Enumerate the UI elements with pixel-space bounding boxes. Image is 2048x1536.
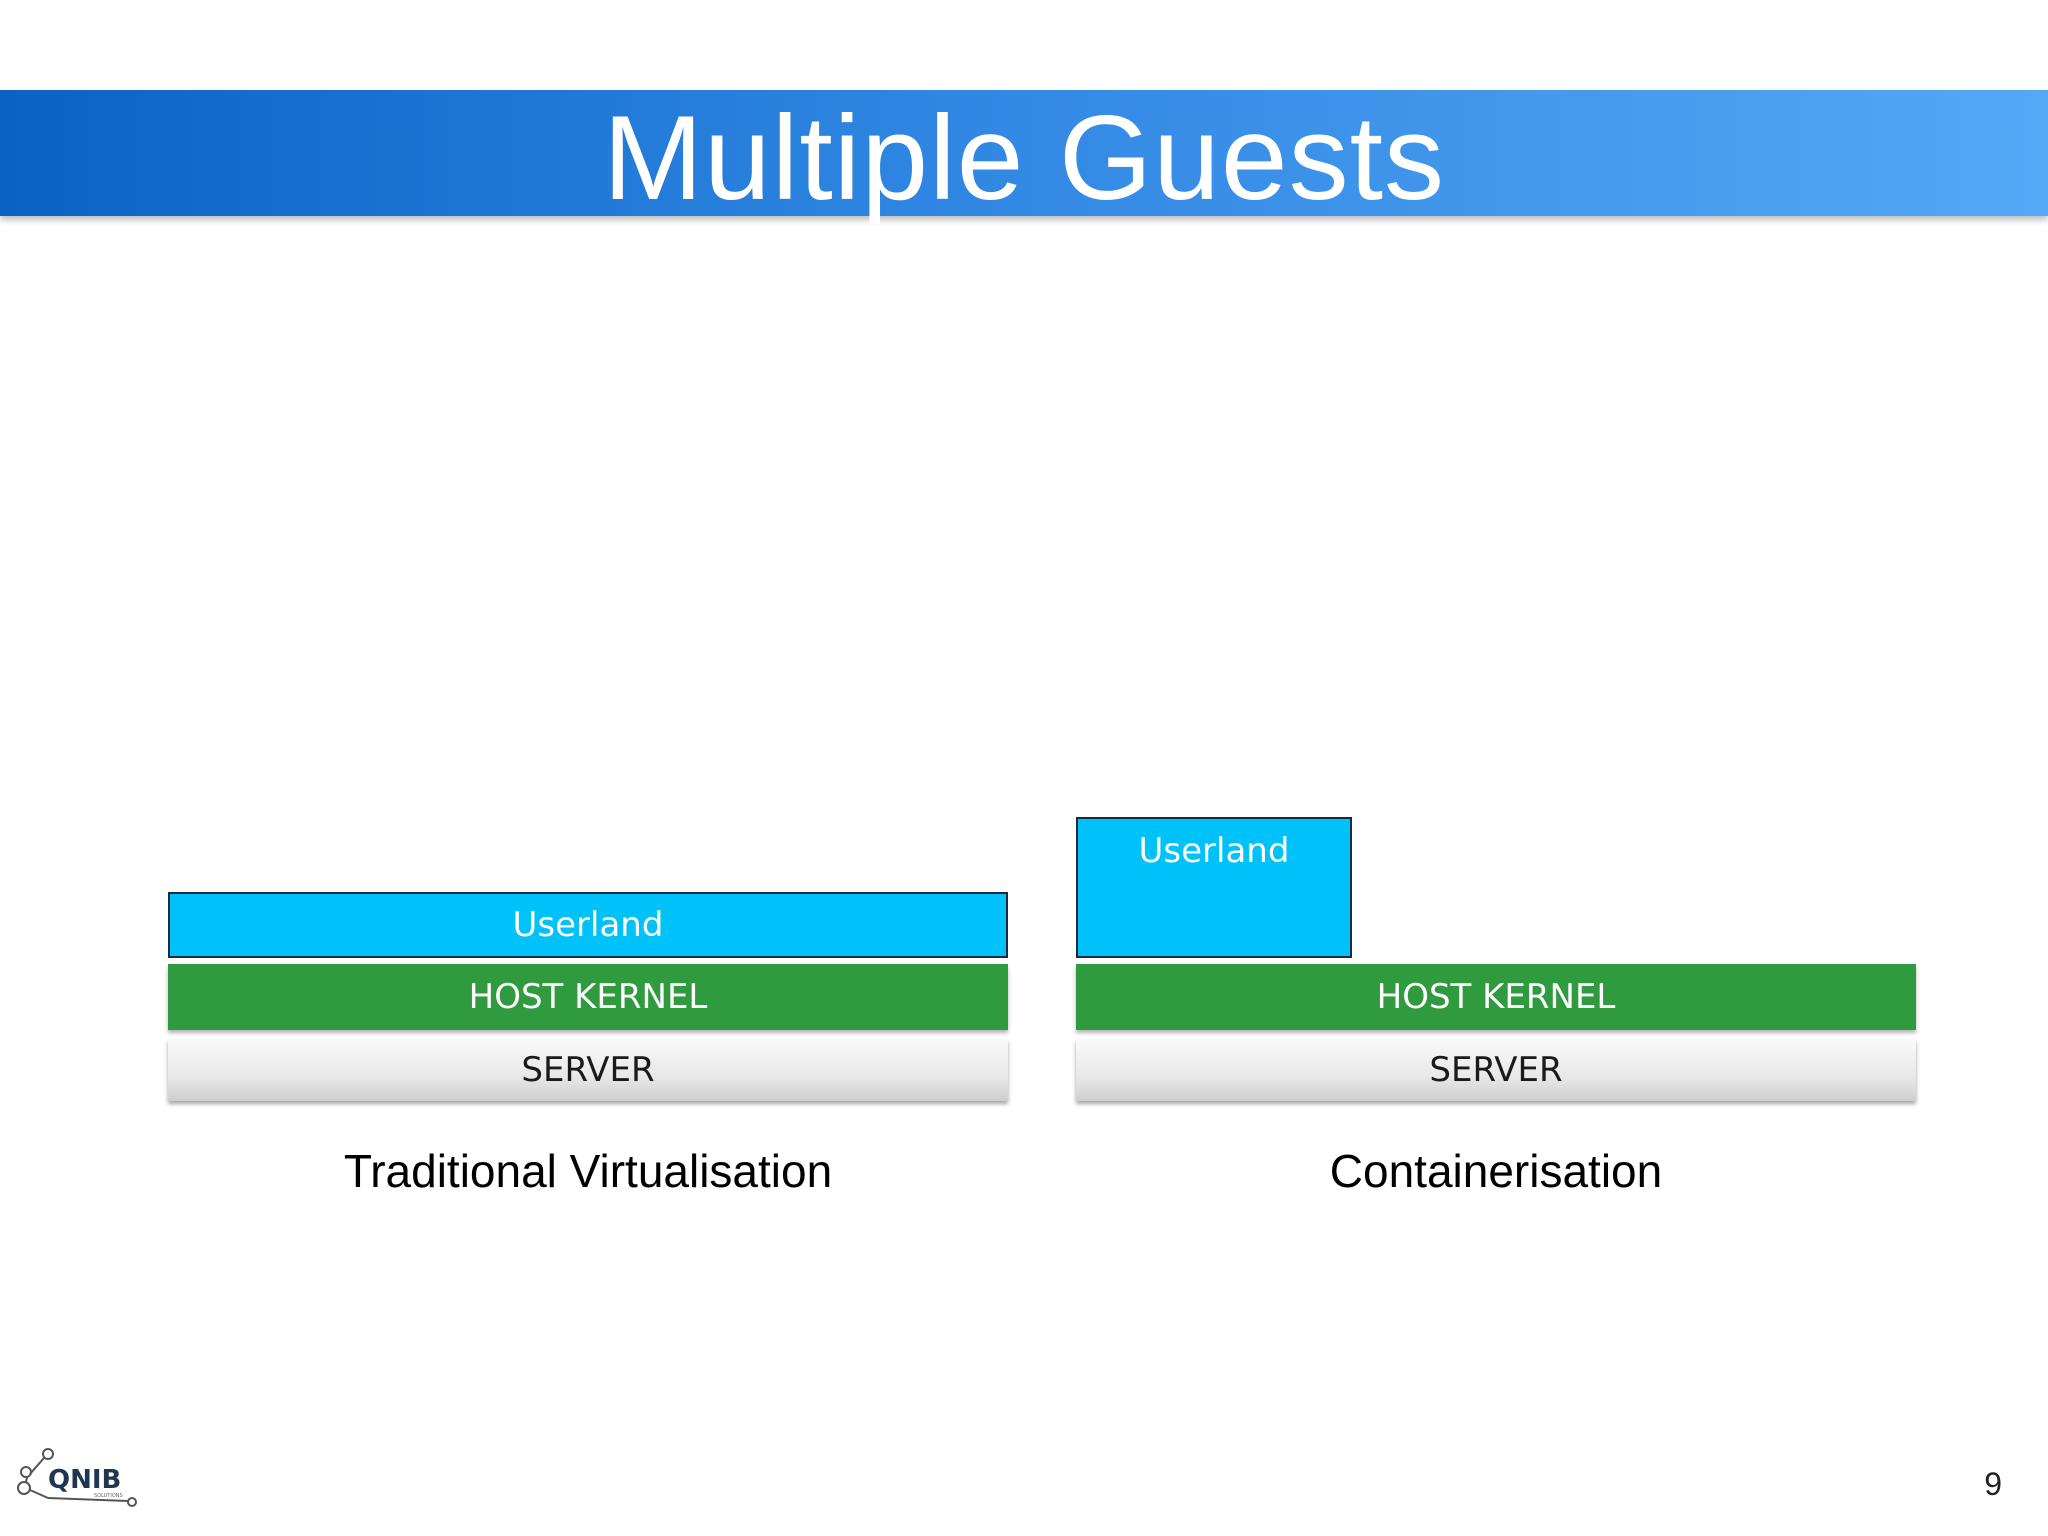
right-kernel-label: HOST KERNEL xyxy=(1376,977,1616,1017)
qnib-logo: QNIB SOLUTIONS xyxy=(17,1448,137,1507)
title-bar xyxy=(0,90,2048,216)
slide-title: Multiple Guests xyxy=(603,91,1445,225)
right-server-layer: SERVER xyxy=(1076,1039,1916,1101)
page-number: 9 xyxy=(1984,1466,2002,1502)
right-userland-layer: Userland xyxy=(1076,817,1352,958)
right-userland-label: Userland xyxy=(1138,831,1290,871)
left-server-label: SERVER xyxy=(521,1050,655,1090)
molecule-icon xyxy=(17,1448,137,1507)
left-kernel-layer: HOST KERNEL xyxy=(168,964,1008,1030)
left-caption: Traditional Virtualisation xyxy=(343,1145,833,1197)
left-server-layer: SERVER xyxy=(168,1039,1008,1101)
right-caption: Containerisation xyxy=(1329,1145,1663,1197)
logo-subtext: SOLUTIONS xyxy=(94,1493,123,1499)
logo-text: QNIB xyxy=(48,1465,121,1495)
left-userland-layer: Userland xyxy=(168,892,1008,958)
left-userland-label: Userland xyxy=(512,905,664,945)
right-server-label: SERVER xyxy=(1429,1050,1563,1090)
left-kernel-label: HOST KERNEL xyxy=(468,977,708,1017)
right-kernel-layer: HOST KERNEL xyxy=(1076,964,1916,1030)
